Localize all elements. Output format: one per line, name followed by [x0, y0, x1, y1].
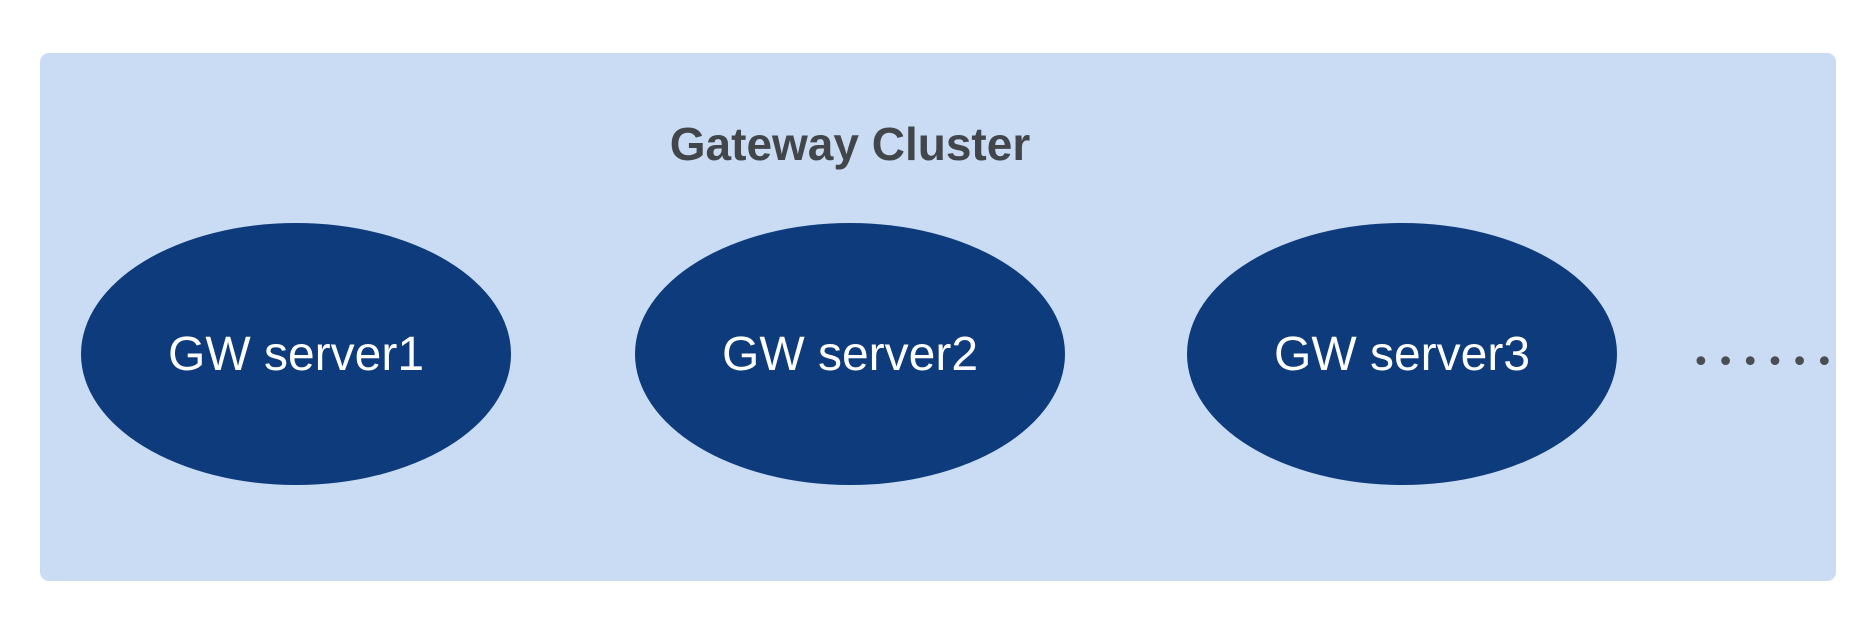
gateway-cluster-panel: Gateway Cluster GW server1 GW server2 GW… — [40, 53, 1836, 581]
gw-server1-node: GW server1 — [81, 223, 511, 485]
gw-server3-label: GW server3 — [1273, 327, 1531, 381]
gw-server2-node: GW server2 — [635, 223, 1065, 485]
cluster-title: Gateway Cluster — [669, 118, 1031, 170]
gw-server2-label: GW server2 — [721, 327, 979, 381]
gw-server3-node: GW server3 — [1187, 223, 1617, 485]
more-servers-ellipsis: •••••• — [1692, 344, 1841, 380]
gw-server1-label: GW server1 — [167, 327, 425, 381]
